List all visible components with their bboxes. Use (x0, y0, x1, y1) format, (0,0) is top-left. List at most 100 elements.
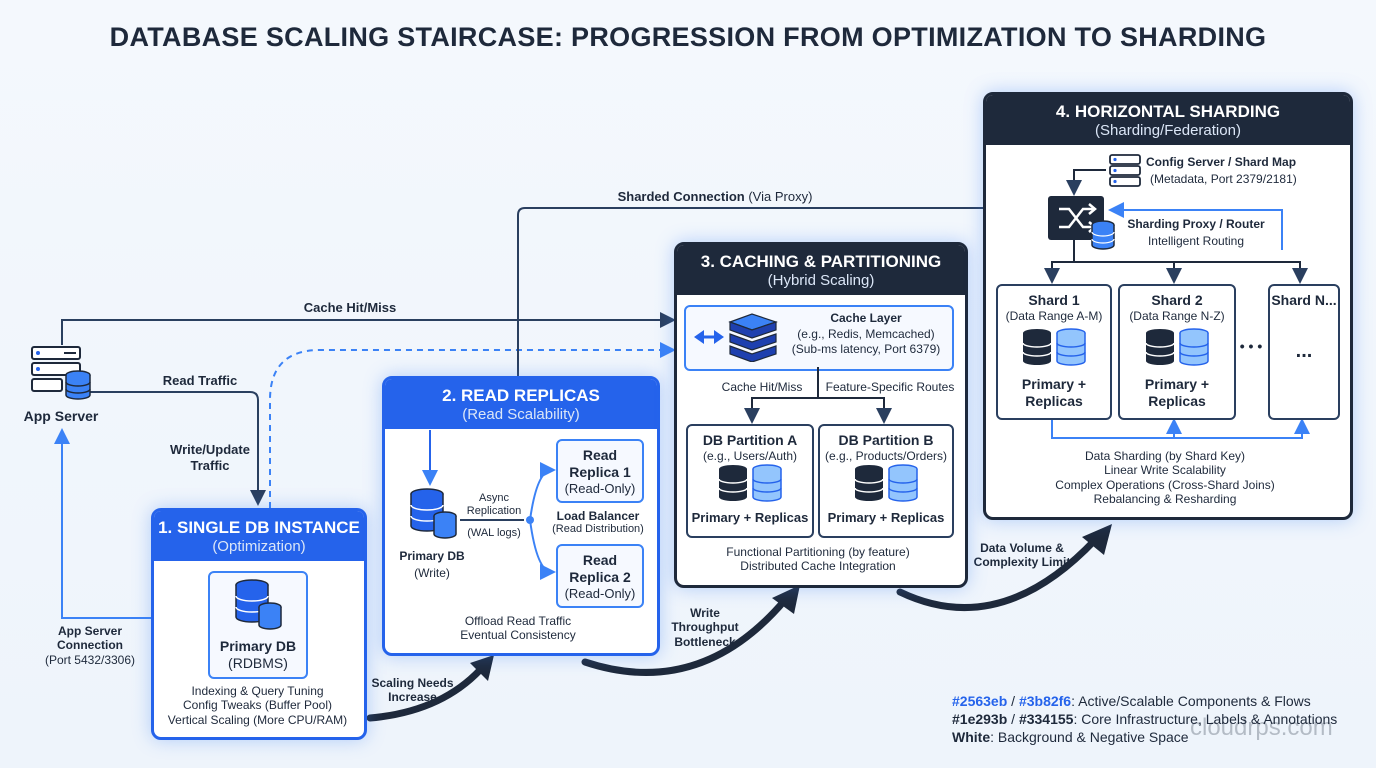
shard-body: ... (1295, 339, 1313, 362)
stage3-note: Distributed Cache Integration (740, 559, 896, 574)
stage4-notes: Data Sharding (by Shard Key) Linear Writ… (992, 449, 1338, 507)
shard-ellipsis: • • • (1239, 338, 1263, 354)
stage4-header: 4. HORIZONTAL SHARDING (Sharding/Federat… (986, 95, 1350, 145)
write-traffic-label: Write/Update Traffic (170, 442, 250, 473)
db-partition-a: DB Partition A (e.g., Users/Auth) Primar… (686, 424, 814, 538)
stage1-db-sub: (RDBMS) (228, 654, 288, 671)
config-title: Config Server / Shard Map (1146, 155, 1297, 169)
stage1-note: Indexing & Query Tuning (191, 684, 324, 698)
stage2-lb-title: Load Balancer (556, 509, 640, 523)
step-label-2: Write Throughput Bottleneck (671, 606, 739, 649)
stage4-note: Data Sharding (by Shard Key) (1084, 449, 1246, 463)
legend-code: #1e293b (952, 711, 1008, 727)
shard-sub: (Data Range A-M) (1005, 308, 1103, 323)
legend-item: #2563eb / #3b82f6: Active/Scalable Compo… (952, 692, 1362, 710)
shard-db-icon (1022, 328, 1086, 366)
shard-n: Shard N... ... (1268, 284, 1340, 420)
read-replica-1: Read Replica 1 (Read-Only) (556, 439, 644, 503)
step-label-1: Scaling Needs Increase (371, 676, 454, 705)
stage2-title: 2. READ REPLICAS (442, 386, 600, 405)
stair-arrow-3 (896, 536, 1099, 612)
step-label-3: Data Volume & Complexity Limit (973, 541, 1071, 570)
stage3-header: 3. CACHING & PARTITIONING (Hybrid Scalin… (677, 245, 965, 295)
shard-title: Shard 2 (1151, 292, 1203, 308)
shard-foot: Primary + Replicas (1144, 376, 1210, 410)
stage2-subtitle: (Read Scalability) (462, 405, 580, 423)
proxy-sub: Intelligent Routing (1147, 234, 1245, 248)
stage1-header: 1. SINGLE DB INSTANCE (Optimization) (154, 511, 364, 561)
replica-title: Read Replica 2 (569, 552, 631, 585)
shard-2: Shard 2 (Data Range N-Z) Primary + Repli… (1118, 284, 1236, 420)
shard-title: Shard N... (1271, 292, 1337, 308)
stage3-notes: Functional Partitioning (by feature) Dis… (684, 545, 952, 574)
shard-title: Shard 1 (1028, 292, 1080, 308)
sharded-connection-line (517, 200, 1046, 378)
cache-icon (694, 313, 778, 362)
stage2-header: 2. READ REPLICAS (Read Scalability) (385, 379, 657, 429)
stage2-db-label: Primary DB (399, 549, 465, 563)
stage2-db-sub: (Write) (414, 566, 450, 580)
stage1-card: 1. SINGLE DB INSTANCE (Optimization) (151, 508, 367, 740)
partition-db-icon (854, 464, 918, 502)
partition-sub: (e.g., Products/Orders) (824, 448, 948, 463)
cache-title: Cache Layer (830, 311, 902, 325)
legend-code: #334155 (1018, 711, 1074, 727)
sharded-connection-label: Sharded Connection (Via Proxy) (617, 189, 813, 204)
stage2-notes: Offload Read Traffic Eventual Consistenc… (390, 614, 646, 643)
stage1-db-label: Primary DB (219, 638, 297, 655)
stage4-subtitle: (Sharding/Federation) (1095, 121, 1241, 139)
stage3-note: Functional Partitioning (by feature) (726, 545, 910, 559)
write-traffic-line (90, 391, 266, 506)
read-replica-2: Read Replica 2 (Read-Only) (556, 544, 644, 608)
stage1-note: Vertical Scaling (More CPU/RAM) (167, 712, 348, 727)
cache-sub2: (Sub-ms latency, Port 6379) (791, 342, 941, 356)
dashed-flow-line (269, 342, 676, 508)
stair-arrow-1 (366, 666, 484, 722)
stage3-title: 3. CACHING & PARTITIONING (700, 252, 942, 271)
replica-title: Read Replica 1 (569, 447, 631, 480)
legend-text: : Core Infrastructure, Labels & Annotati… (1073, 711, 1338, 727)
stair-arrow-2 (581, 596, 789, 676)
config-server-icon (1109, 154, 1141, 187)
legend: #2563eb / #3b82f6: Active/Scalable Compo… (952, 692, 1362, 746)
stage2-database-icon (410, 488, 457, 539)
shard-foot: Primary + Replicas (1021, 376, 1087, 410)
partition-sub: (e.g., Users/Auth) (702, 448, 798, 463)
db-partition-b: DB Partition B (e.g., Products/Orders) P… (818, 424, 954, 538)
stage2-note: Eventual Consistency (460, 628, 576, 643)
partition-title: DB Partition A (702, 432, 798, 448)
app-connection-port: (Port 5432/3306) (44, 653, 136, 667)
partition-foot: Primary + Replicas (691, 510, 809, 526)
legend-code: White (952, 729, 991, 745)
stage4-note: Linear Write Scalability (1104, 463, 1226, 478)
app-server-icon (31, 346, 91, 400)
legend-code: #3b82f6 (1018, 693, 1072, 709)
stage2-note: Offload Read Traffic (464, 614, 572, 628)
page-title: DATABASE SCALING STAIRCASE: PROGRESSION … (109, 22, 1267, 52)
cache-sub1: (e.g., Redis, Memcached) (797, 327, 935, 341)
stage2-wal-label: (WAL logs) (467, 527, 521, 539)
shard-db-icon (1145, 328, 1209, 366)
stage3-cache-hit-label: Cache Hit/Miss (721, 380, 803, 394)
shard-sub: (Data Range N-Z) (1129, 308, 1225, 323)
stage1-subtitle: (Optimization) (212, 537, 306, 555)
stage1-title: 1. SINGLE DB INSTANCE (158, 518, 360, 537)
replica-sub: (Read-Only) (564, 585, 636, 601)
read-traffic-label: Read Traffic (162, 373, 238, 388)
stage1-primary-db-box: Primary DB (RDBMS) (208, 571, 308, 679)
config-sub: (Metadata, Port 2379/2181) (1150, 172, 1297, 186)
legend-sep: / (1007, 693, 1019, 709)
proxy-title: Sharding Proxy / Router (1127, 217, 1265, 231)
stage2-async-label: Async Replication (466, 492, 522, 518)
sharding-proxy-icon (1048, 196, 1115, 250)
replica-sub: (Read-Only) (564, 480, 636, 496)
partition-foot: Primary + Replicas (827, 510, 945, 526)
stage4-note: Rebalancing & Resharding (1093, 492, 1237, 507)
legend-item: White: Background & Negative Space (952, 728, 1362, 746)
app-server-label: App Server (23, 408, 99, 424)
stage3-feature-routes-label: Feature-Specific Routes (825, 380, 955, 394)
cache-flow-line (61, 312, 676, 345)
